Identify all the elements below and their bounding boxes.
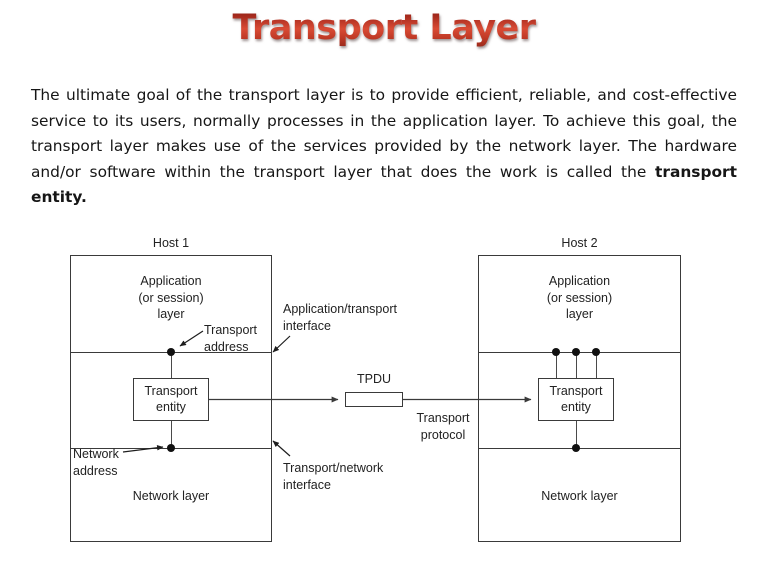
- host1-upper-connector: [171, 352, 172, 378]
- host2-upper-connector-3: [596, 352, 597, 378]
- transport-protocol-line1: Transport: [416, 411, 470, 425]
- body-paragraph: The ultimate goal of the transport layer…: [31, 83, 737, 211]
- host2-transport-address-dot-1: [552, 348, 560, 356]
- host1-label: Host 1: [152, 236, 190, 250]
- transport-network-interface-callout: Transport/network interface: [283, 460, 383, 493]
- body-paragraph-bold-term: transport entity.: [31, 162, 737, 207]
- host2-app-line3: layer: [565, 307, 594, 321]
- host1-transport-address-dot: [167, 348, 175, 356]
- tpdu-box: [345, 392, 403, 407]
- network-address-line2: address: [73, 463, 118, 478]
- host1-network-address-dot: [167, 444, 175, 452]
- transport-network-interface-leader: [272, 440, 291, 457]
- host2-network-address-dot: [572, 444, 580, 452]
- host1-app-line2: (or session): [138, 290, 204, 305]
- body-paragraph-lead: The ultimate goal of the transport layer…: [31, 86, 737, 181]
- host2-te-line2: entity: [561, 399, 591, 414]
- host2-transport-entity-box: Transport entity: [538, 378, 614, 421]
- host2-network-layer-label: Network layer: [541, 489, 618, 503]
- app-transport-interface-leader: [272, 335, 291, 353]
- host2-application-layer-label: Application (or session) layer: [478, 273, 681, 323]
- host2-upper-connector-2: [576, 352, 577, 378]
- app-transport-interface-line1: Application/transport: [283, 302, 397, 316]
- transport-network-interface-line2: interface: [283, 477, 331, 492]
- host1-transport-entity-box: Transport entity: [133, 378, 209, 421]
- host2-lower-connector: [576, 421, 577, 448]
- host2-label: Host 2: [561, 236, 598, 250]
- tpdu-label: TPDU: [356, 372, 392, 386]
- host1-application-layer-label: Application (or session) layer: [70, 273, 272, 323]
- host1-network-layer-label: Network layer: [132, 489, 210, 503]
- host2-te-line1: Transport: [549, 384, 603, 398]
- host2-transport-address-dot-2: [572, 348, 580, 356]
- transport-protocol-line2: protocol: [420, 427, 466, 442]
- host2-transport-address-dot-3: [592, 348, 600, 356]
- transport-protocol-label: Transport protocol: [398, 410, 488, 443]
- page-title: Transport Layer: [0, 6, 768, 50]
- host1-te-line2: entity: [156, 399, 186, 414]
- host1-app-line3: layer: [157, 307, 185, 321]
- app-transport-interface-line2: interface: [283, 318, 331, 333]
- transport-network-interface-line1: Transport/network: [283, 461, 384, 475]
- host2-app-line1: Application: [548, 274, 611, 288]
- host2-app-line2: (or session): [546, 290, 613, 305]
- host1-app-line1: Application: [140, 274, 202, 288]
- host2-upper-connector-1: [556, 352, 557, 378]
- host2-box: [478, 255, 681, 542]
- transport-address-callout: Transport address: [204, 322, 257, 355]
- transport-address-line1: Transport: [204, 323, 258, 337]
- app-transport-interface-callout: Application/transport interface: [283, 301, 397, 334]
- network-address-callout: Network address: [73, 446, 119, 479]
- host1-lower-connector: [171, 421, 172, 448]
- transport-address-line2: address: [204, 339, 249, 354]
- host1-te-line1: Transport: [144, 384, 198, 398]
- transport-layer-diagram: Host 1 Application (or session) layer Tr…: [0, 228, 768, 558]
- network-address-line1: Network: [73, 447, 119, 461]
